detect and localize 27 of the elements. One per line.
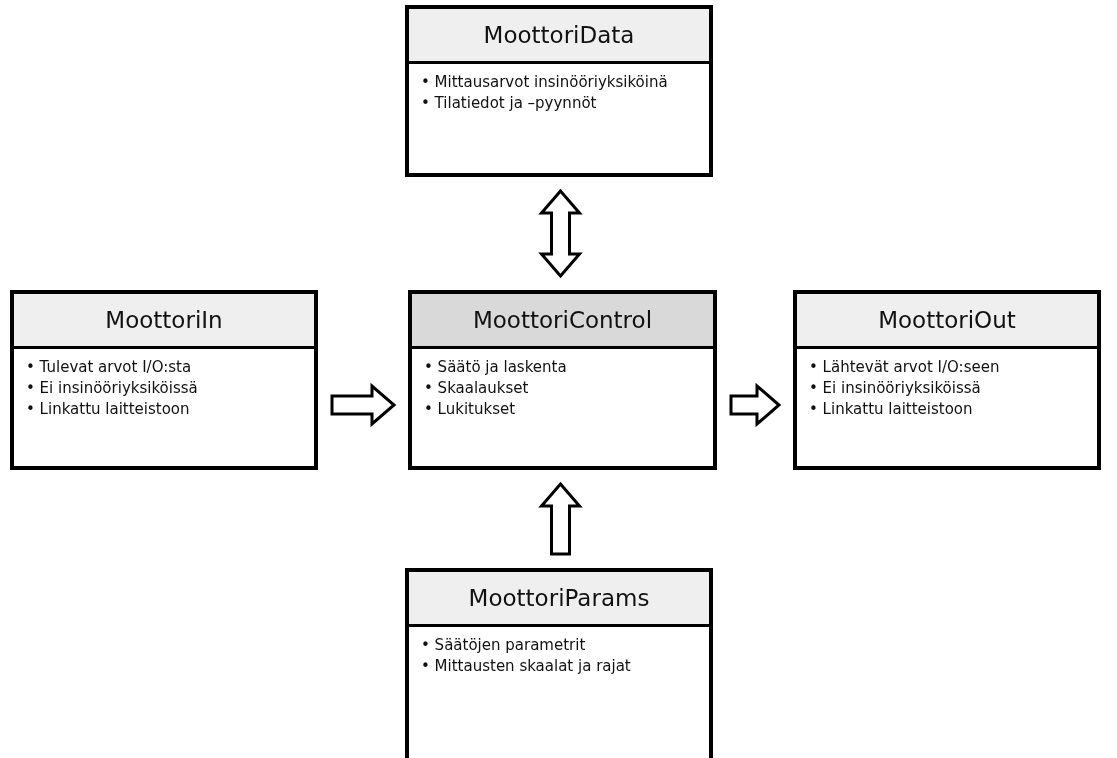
class-card: [408, 290, 717, 470]
bullet-item: • Säätöjen parametrit: [421, 635, 587, 656]
card-title: MoottoriIn: [14, 294, 314, 349]
card-title: MoottoriData: [409, 9, 709, 64]
card-title: MoottoriOut: [797, 294, 1097, 349]
class-card: [405, 5, 713, 177]
bullet-item: • Tulevat arvot I/O:sta: [26, 357, 193, 378]
class-card: [405, 568, 713, 758]
class-card: [10, 290, 318, 470]
bullet-item: • Lähtevät arvot I/O:seen: [809, 357, 1001, 378]
bullet-item: • Mittausten skaalat ja rajat: [421, 656, 632, 677]
bullet-item: • Linkattu laitteistoon: [809, 399, 974, 420]
bullet-item: • Lukitukset: [424, 399, 517, 420]
bullet-item: • Ei insinööriyksiköissä: [26, 378, 199, 399]
card-title: MoottoriControl: [412, 294, 713, 349]
bullet-item: • Ei insinööriyksiköissä: [809, 378, 982, 399]
block-arrow: [729, 382, 782, 428]
bullet-item: • Linkattu laitteistoon: [26, 399, 191, 420]
block-arrow: [330, 382, 397, 428]
bullet-item: • Säätö ja laskenta: [424, 357, 568, 378]
bullet-item: • Mittausarvot insinööriyksiköinä: [421, 72, 669, 93]
class-card: [793, 290, 1101, 470]
bullet-item: • Tilatiedot ja –pyynnöt: [421, 93, 598, 114]
block-arrow: [538, 188, 583, 279]
block-arrow: [538, 481, 583, 556]
card-title: MoottoriParams: [409, 572, 709, 627]
bullet-item: • Skaalaukset: [424, 378, 530, 399]
